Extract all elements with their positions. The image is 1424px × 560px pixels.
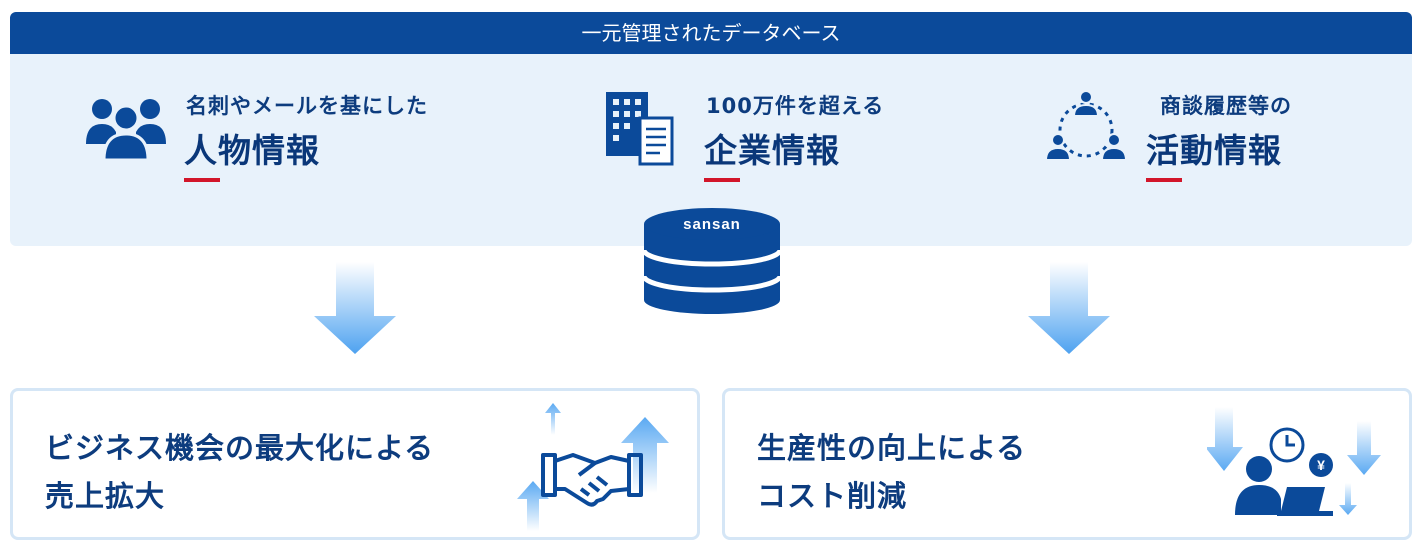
database-logo: sansan	[683, 216, 741, 233]
building-document-icon	[606, 92, 674, 166]
category-title: 人物情報	[184, 131, 320, 170]
accent-underline	[1146, 178, 1182, 182]
outcome-card-cost: 生産性の向上による コスト削減 ¥	[722, 388, 1412, 540]
outcome-line1: 生産性の向上による	[757, 431, 1027, 465]
handshake-growth-icon	[517, 403, 669, 531]
down-arrow-right-icon	[1028, 262, 1110, 354]
accent-underline	[184, 178, 220, 182]
category-title: 企業情報	[704, 131, 840, 170]
category-person-info: 名刺やメールを基にした 人物情報	[10, 54, 470, 246]
category-activity-info: 商談履歴等の 活動情報	[950, 54, 1412, 246]
outcome-line2: コスト削減	[757, 479, 908, 513]
svg-text:¥: ¥	[1317, 457, 1325, 473]
outcome-line2: 売上拡大	[45, 479, 166, 513]
network-people-icon	[1046, 90, 1126, 161]
worker-cost-reduction-icon: ¥	[1207, 407, 1381, 516]
category-company-info: 100万件を超える 企業情報	[470, 54, 950, 246]
people-icon	[86, 99, 166, 162]
category-subtitle: 商談履歴等の	[1160, 94, 1292, 118]
accent-underline	[704, 178, 740, 182]
category-title: 活動情報	[1146, 131, 1282, 170]
outcome-line1: ビジネス機会の最大化による	[45, 431, 435, 465]
category-subtitle: 名刺やメールを基にした	[186, 94, 428, 118]
database-header: 一元管理されたデータベース	[10, 12, 1412, 54]
down-arrow-left-icon	[314, 262, 396, 354]
outcome-card-sales: ビジネス機会の最大化による 売上拡大	[10, 388, 700, 540]
database-cylinder-icon: sansan	[642, 208, 782, 314]
category-subtitle: 100万件を超える	[706, 94, 885, 118]
